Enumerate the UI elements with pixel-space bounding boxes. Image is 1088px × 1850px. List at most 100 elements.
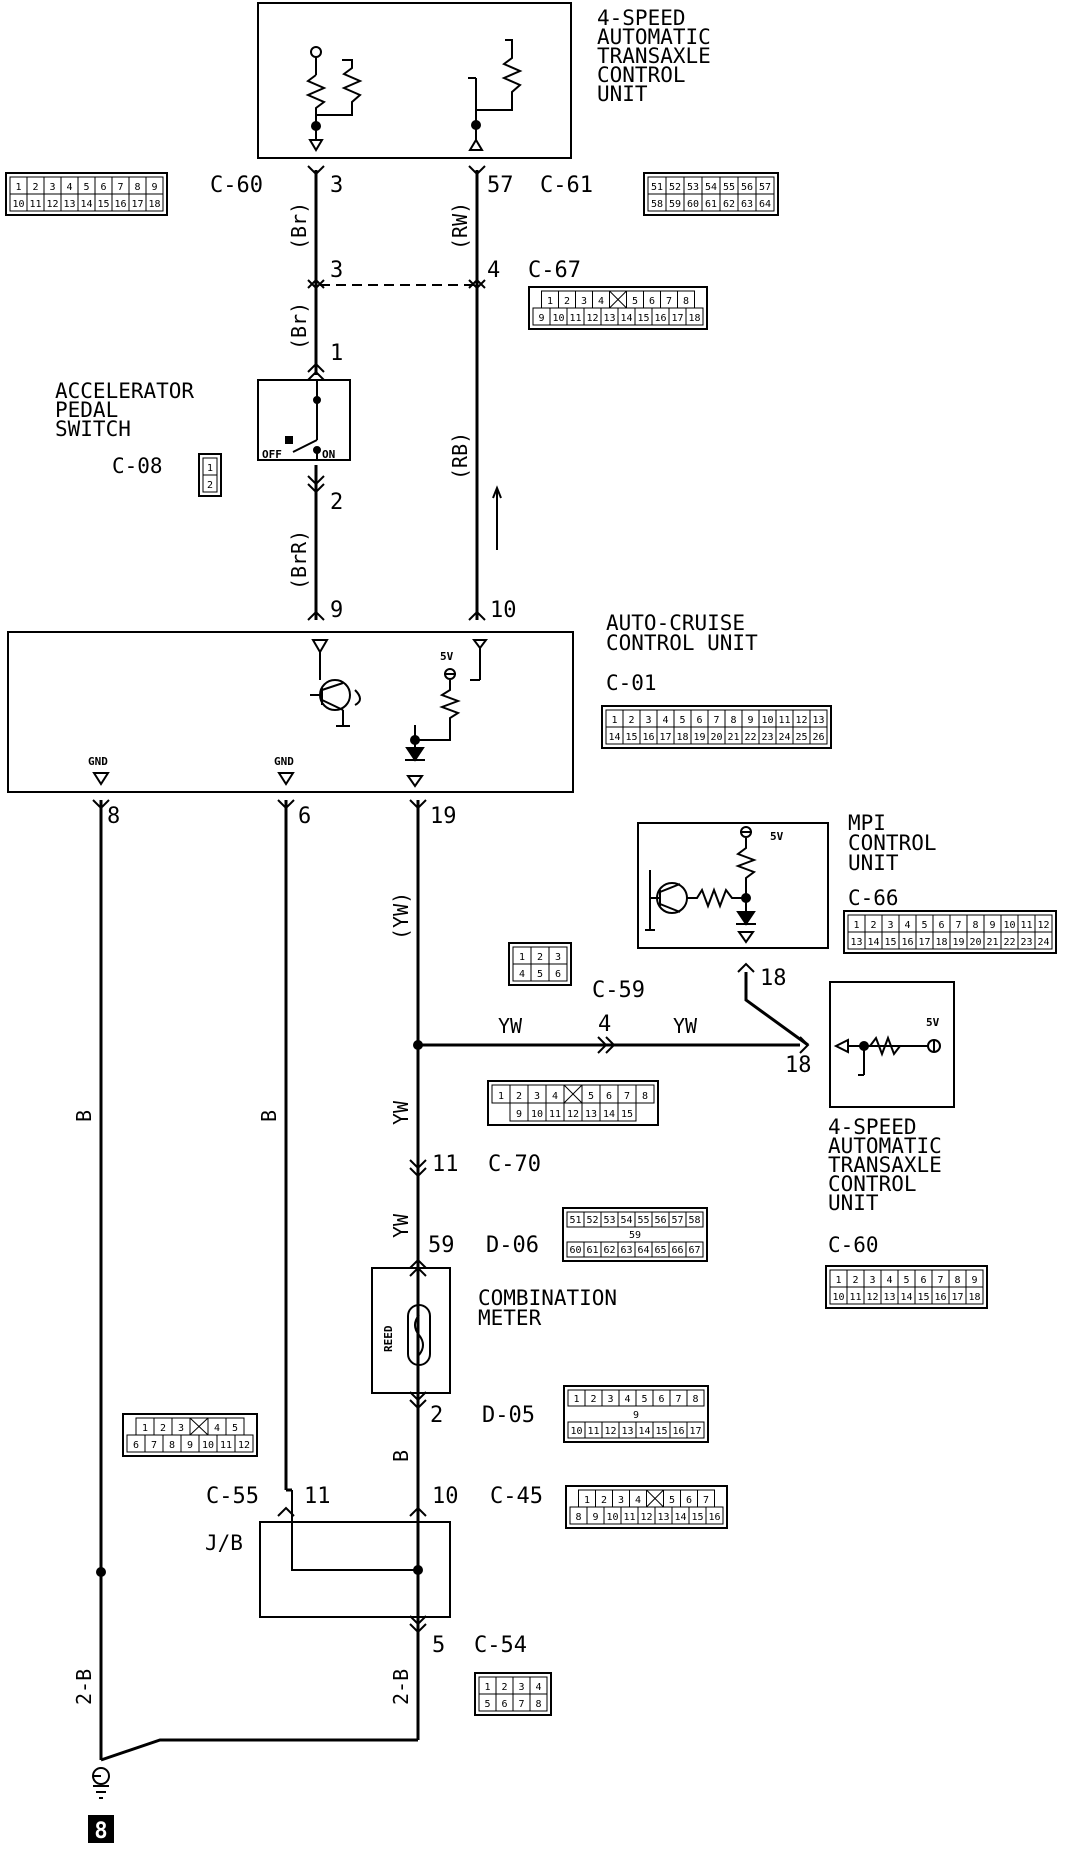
- connector-pin: 59: [669, 199, 681, 210]
- connector-pin: 15: [625, 732, 637, 743]
- connector-pin: 23: [1020, 937, 1032, 948]
- connector-pin: 2: [32, 182, 38, 193]
- svg-text:8: 8: [107, 804, 120, 829]
- connector-pin: 13: [603, 313, 615, 324]
- jb-label: J/B: [205, 1531, 243, 1555]
- connector-pin: 25: [795, 732, 807, 743]
- connector-pin: 13: [883, 1292, 895, 1303]
- svg-text:B: B: [72, 1110, 96, 1122]
- connector-pin: 6: [133, 1440, 139, 1451]
- connector-cell: [965, 1286, 984, 1305]
- connector-pin: 8: [954, 1275, 960, 1286]
- connector-pin: 5: [632, 296, 638, 307]
- svg-text:YW: YW: [498, 1014, 523, 1038]
- svg-text:B: B: [257, 1110, 281, 1122]
- connector-pin: 10: [552, 313, 564, 324]
- connector-pin: 22: [1003, 937, 1015, 948]
- connector-pin: 13: [63, 199, 75, 210]
- connector-pin: 52: [586, 1215, 598, 1226]
- connector-pin: 2: [501, 1682, 507, 1693]
- connector-pin: 60: [687, 199, 699, 210]
- connector-pin: 6: [658, 1394, 664, 1405]
- svg-text:PEDAL: PEDAL: [55, 398, 118, 422]
- connector-pin: 11: [587, 1426, 599, 1437]
- connector-pin: 16: [708, 1512, 720, 1523]
- junction-dots: [96, 1040, 423, 1577]
- connector-pin: 10: [570, 1426, 582, 1437]
- connector-pin: 8: [169, 1440, 175, 1451]
- svg-text:19: 19: [430, 804, 457, 829]
- connector-pin: 3: [49, 182, 55, 193]
- connector-pin: 9: [187, 1440, 193, 1451]
- svg-text:ACCELERATOR: ACCELERATOR: [55, 379, 194, 403]
- connector-pin: 3: [178, 1423, 184, 1434]
- connector-pin: 12: [795, 715, 807, 726]
- ground-symbol: [92, 1767, 110, 1799]
- connector-pin: 2: [564, 296, 570, 307]
- connector-pin: 18: [688, 313, 700, 324]
- connector-pin: 3: [555, 952, 561, 963]
- connector-pin: 11: [849, 1292, 861, 1303]
- connector-pin: 20: [969, 937, 981, 948]
- connector-pin: 14: [620, 313, 632, 324]
- svg-text:3: 3: [330, 258, 343, 283]
- connector-pin: 7: [713, 715, 719, 726]
- svg-text:(YW): (YW): [389, 892, 413, 940]
- connector-pin: 15: [691, 1512, 703, 1523]
- connector-pin: 12: [586, 313, 598, 324]
- connector-pin: 16: [934, 1292, 946, 1303]
- connector-pin: 7: [151, 1440, 157, 1451]
- connector-pin: 57: [759, 182, 771, 193]
- connector-blank: [563, 1084, 583, 1104]
- connector-pin: 4: [214, 1423, 220, 1434]
- junction-block-box: [259, 1490, 451, 1618]
- connector-pin: 3: [645, 715, 651, 726]
- svg-text:C-01: C-01: [606, 671, 657, 695]
- connector-pin: 19: [693, 732, 705, 743]
- connector-pin: 11: [778, 715, 790, 726]
- connector-pin: 16: [901, 937, 913, 948]
- connector-blank: [646, 1489, 664, 1508]
- connector-pin: 53: [687, 182, 699, 193]
- meter-label: COMBINATION METER: [478, 1286, 617, 1330]
- connector-pin: 3: [518, 1682, 524, 1693]
- connector-pin: 2: [601, 1495, 607, 1506]
- connector-cell: [529, 1693, 548, 1712]
- connector-pin: 9: [151, 182, 157, 193]
- connector-cell: [705, 1506, 724, 1525]
- connector-pin: 12: [604, 1426, 616, 1437]
- connector-pin: 3: [887, 920, 893, 931]
- connector-pin: 4: [598, 296, 604, 307]
- svg-text:C-61: C-61: [540, 173, 593, 198]
- cruise-5v-label: 5V: [440, 650, 454, 663]
- connector-pin: 14: [608, 732, 620, 743]
- connector-pin: 22: [744, 732, 756, 743]
- connector-pin: 17: [131, 199, 143, 210]
- connector-pin: 67: [688, 1245, 700, 1256]
- connector-pin: 19: [952, 937, 964, 948]
- svg-text:11: 11: [432, 1152, 459, 1177]
- connector-pin: 5: [537, 969, 543, 980]
- connector-pin: 2: [537, 952, 543, 963]
- connector-pin: 10: [606, 1512, 618, 1523]
- connector-pin: 65: [654, 1245, 666, 1256]
- connector-cell: [1034, 931, 1053, 950]
- connector-pin: 11: [29, 199, 41, 210]
- connector-pin: 1: [835, 1275, 841, 1286]
- connector-pin: 61: [705, 199, 717, 210]
- connector-pin: 7: [955, 920, 961, 931]
- connector-pin: 2: [590, 1394, 596, 1405]
- connector-pin: 3: [869, 1275, 875, 1286]
- connector-pin: 8: [730, 715, 736, 726]
- connector-pin: 7: [518, 1699, 524, 1710]
- connector-pin: 1: [207, 463, 213, 474]
- svg-text:1: 1: [330, 341, 343, 366]
- connector-pin: 10: [531, 1109, 543, 1120]
- connector-cell: [686, 1389, 705, 1407]
- connector-pin: 10: [832, 1292, 844, 1303]
- connector-pin: 10: [761, 715, 773, 726]
- svg-text:(RB): (RB): [448, 432, 472, 480]
